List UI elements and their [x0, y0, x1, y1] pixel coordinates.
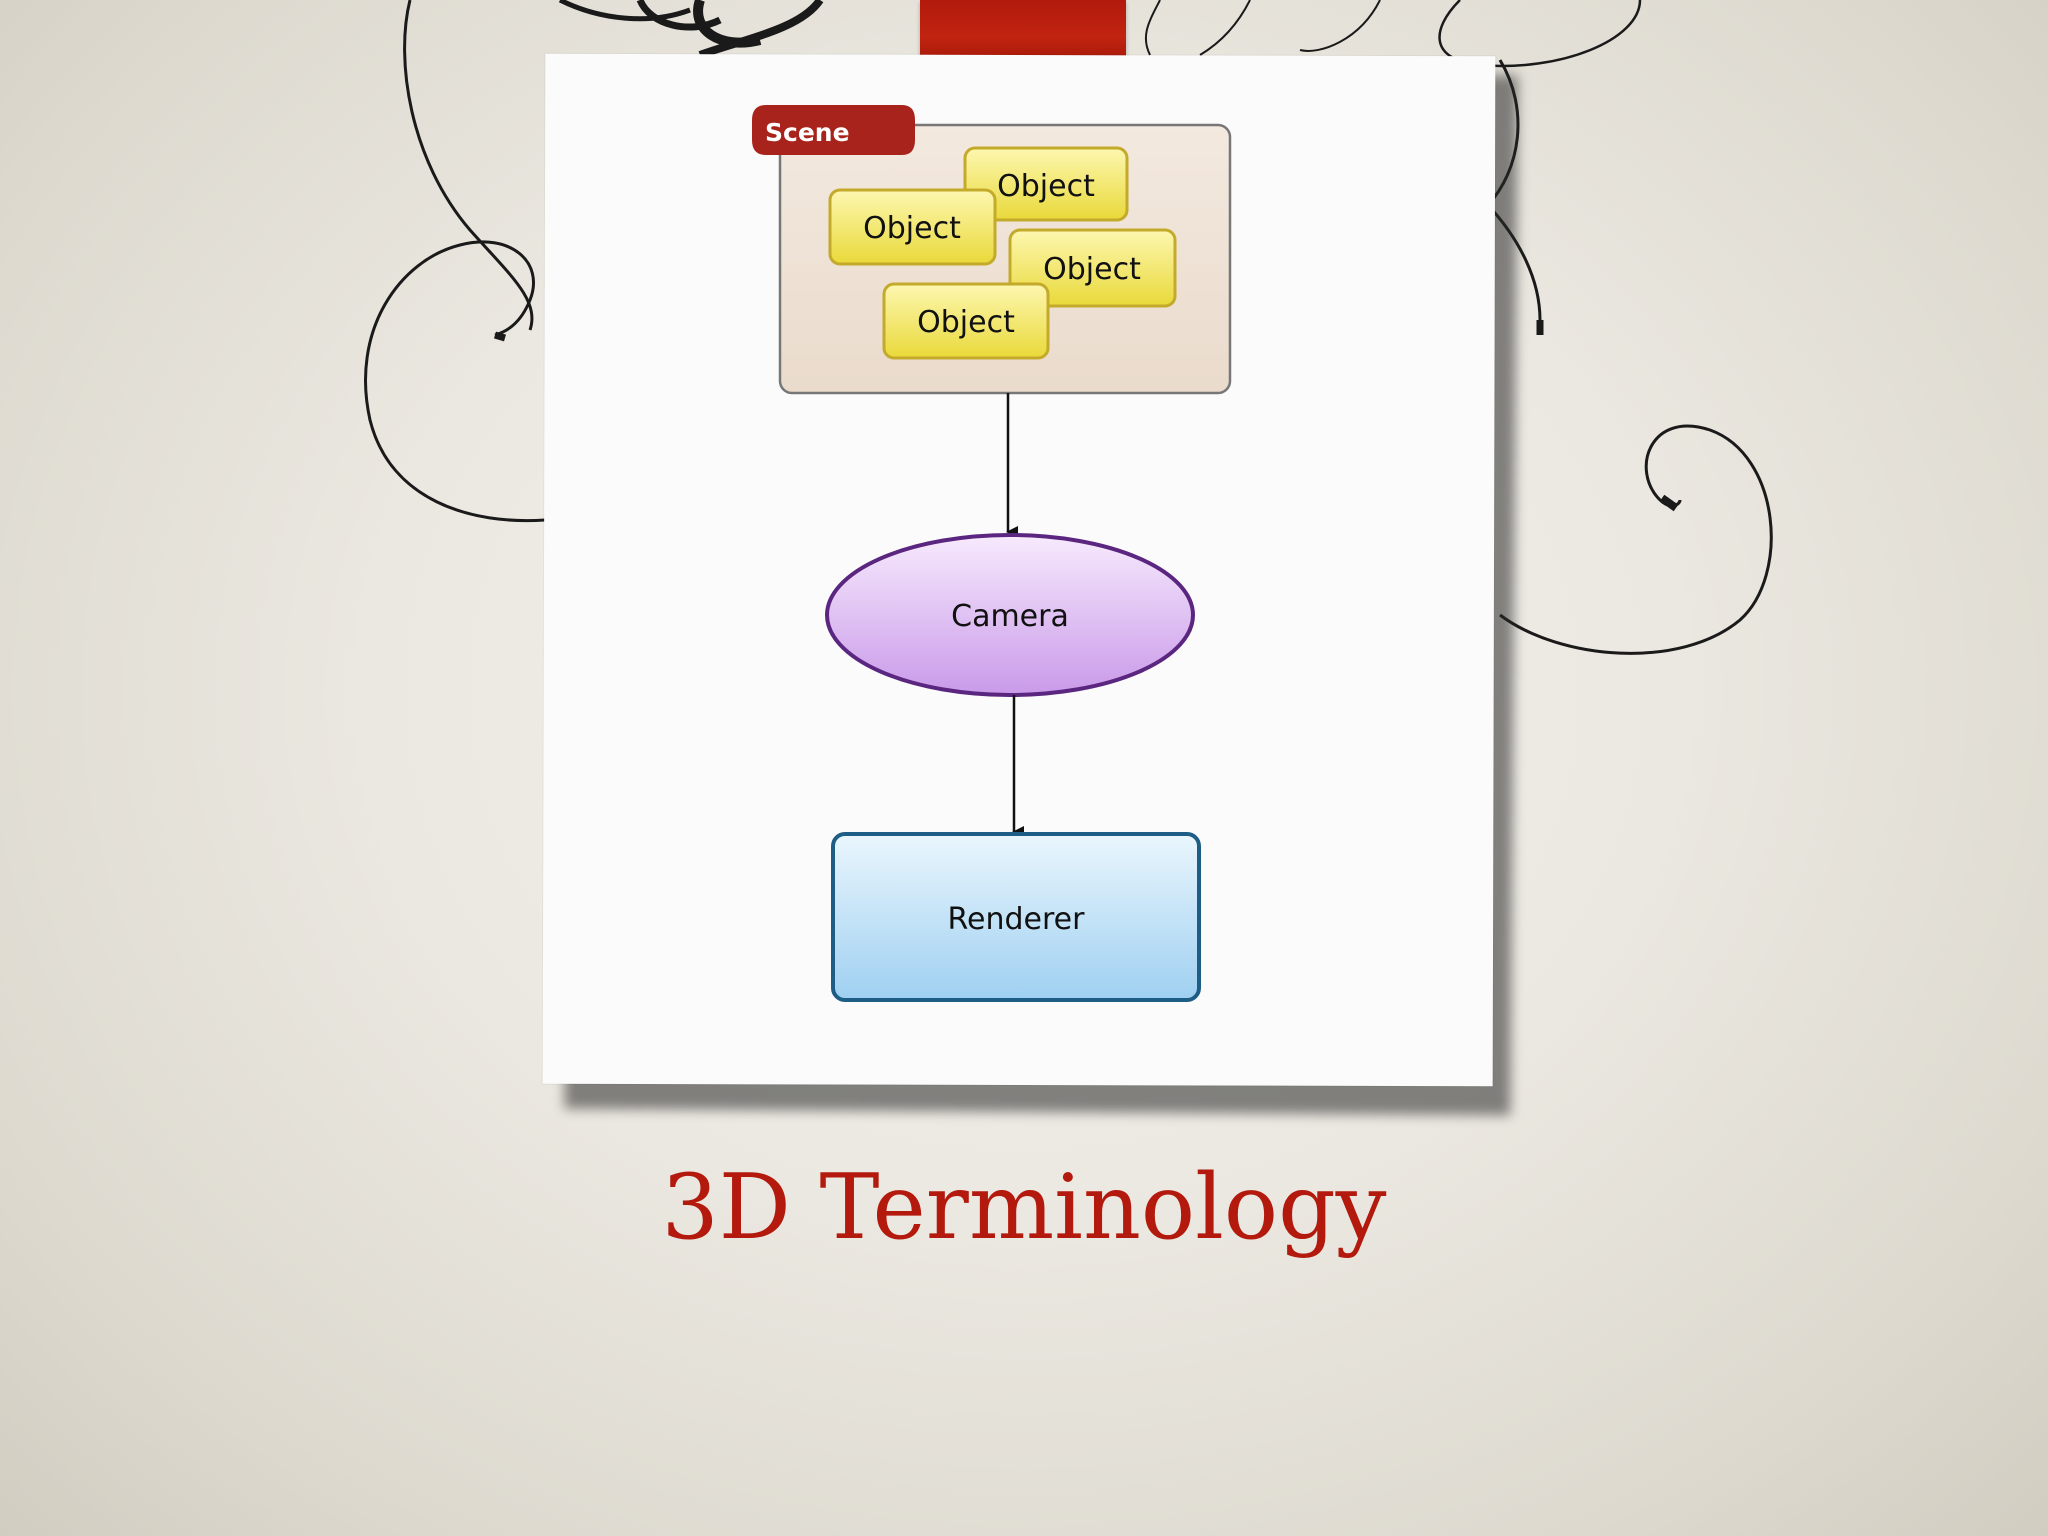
object-node: Object	[828, 188, 997, 266]
red-tape-strip	[920, 0, 1126, 62]
scene-label: Scene	[765, 118, 850, 147]
renderer-label: Renderer	[948, 902, 1086, 937]
object-label: Object	[1043, 252, 1141, 287]
camera-label: Camera	[951, 599, 1069, 634]
object-node: Object	[882, 282, 1050, 360]
renderer-node: Renderer	[831, 832, 1201, 1002]
object-label: Object	[917, 305, 1015, 340]
slide-title: 3D Terminology	[661, 1155, 1387, 1260]
object-label: Object	[997, 169, 1095, 204]
camera-node: Camera	[825, 533, 1195, 697]
scene-badge: Scene	[752, 105, 915, 155]
object-label: Object	[863, 211, 961, 246]
object-node: Object	[963, 146, 1129, 222]
object-node: Object	[1008, 228, 1177, 308]
